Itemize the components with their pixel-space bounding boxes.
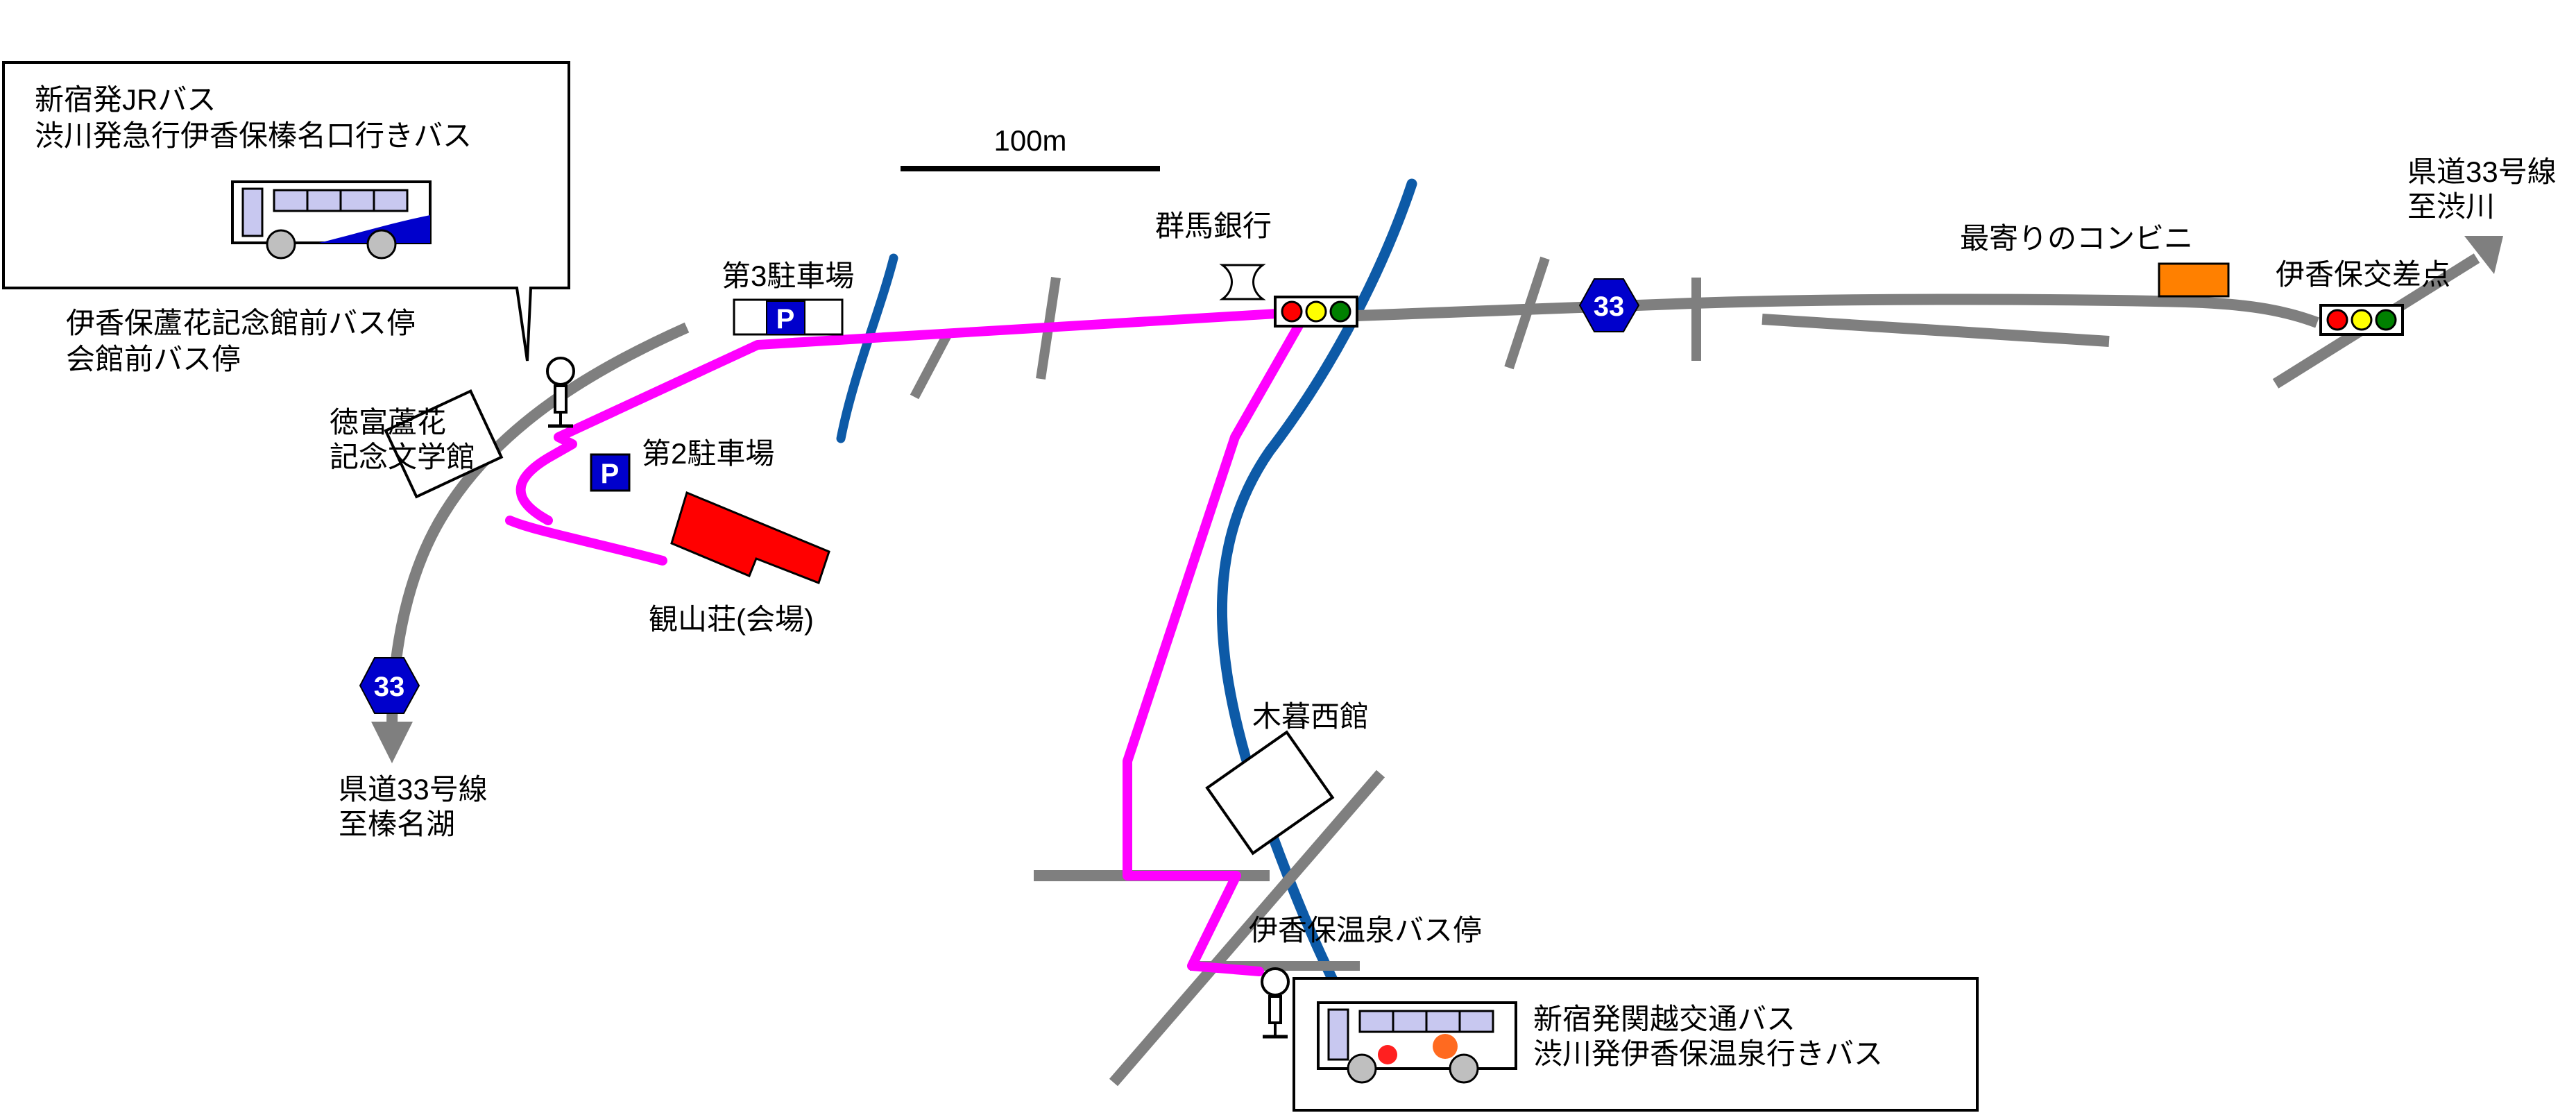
kanetsu-bus-icon (1317, 1001, 1517, 1084)
jr-bus-callout-line2: 渋川発急行伊香保榛名口行きバス (35, 119, 472, 152)
kanetsu-bus-callout-line2: 渋川発伊香保温泉行きバス (1533, 1037, 1883, 1070)
bank-icon (1219, 264, 1266, 300)
parking-2-icon (590, 453, 631, 492)
ikaho-intersection-label: 伊香保交差点 (2276, 258, 2450, 291)
museum-label-2: 記念文学館 (330, 441, 475, 473)
parking-2-label: 第2駐車場 (642, 437, 774, 470)
museum-label-1: 徳富蘆花 (330, 406, 446, 439)
road-east-branch (1762, 314, 2110, 347)
jr-bus-icon (231, 180, 432, 260)
kogure-building (1205, 730, 1335, 856)
roka-bus-stop-label-2: 会館前バス停 (66, 343, 241, 375)
pref-road-west-label-2: 至榛名湖 (339, 808, 455, 840)
venue-building (670, 491, 830, 584)
traffic-light-ikaho (2319, 304, 2404, 336)
prefectural-road-33-east (1356, 294, 2319, 328)
parking-2-letter: P (601, 459, 620, 489)
walking-route (515, 309, 1309, 976)
konbini-building (2158, 262, 2230, 298)
road-cross-3 (1504, 256, 1550, 370)
pref-road-east-label-1: 県道33号線 (2407, 155, 2557, 188)
road-cross-1 (910, 332, 952, 400)
venue-label: 観山荘(会場) (649, 603, 814, 636)
bus-stop-icon-roka (546, 357, 575, 428)
kanetsu-bus-callout-line1: 新宿発関越交通バス (1533, 1003, 1795, 1035)
prefectural-road-33-west (386, 322, 690, 729)
route-33-badge-west: 33 (359, 657, 420, 714)
parking-3-letter: P (776, 304, 795, 334)
pref-road-east-label-2: 至渋川 (2407, 190, 2495, 223)
river-main (1216, 178, 1417, 991)
roka-bus-stop-label-1: 伊香保蘆花記念館前バス停 (66, 307, 416, 339)
bus-stop-icon-onsen (1261, 967, 1290, 1039)
parking-3-label: 第3駐車場 (722, 260, 854, 292)
svg-text:33: 33 (1594, 291, 1625, 322)
museum-building (384, 389, 504, 499)
walking-route-venue-approach (505, 516, 667, 566)
pref-road-west-label-1: 県道33号線 (339, 773, 488, 806)
bank-label: 群馬銀行 (1155, 210, 1272, 242)
jr-bus-callout-line1: 新宿発JRバス (35, 83, 216, 116)
kogure-label: 木暮西館 (1252, 700, 1369, 733)
road-east-arrow (2464, 236, 2503, 274)
river-branch (836, 253, 898, 443)
parking-3-icon (766, 300, 805, 335)
svg-text:33: 33 (374, 672, 405, 702)
road-west-arrow (371, 722, 413, 763)
road-south-diagonal (1109, 770, 1385, 1087)
konbini-label: 最寄りのコンビニ (1960, 222, 2193, 255)
onsen-bus-stop-label: 伊香保温泉バス停 (1249, 914, 1482, 946)
route-33-badge-east: 33 (1578, 278, 1640, 332)
scale-label: 100m (993, 124, 1066, 157)
traffic-light-central (1274, 296, 1358, 328)
